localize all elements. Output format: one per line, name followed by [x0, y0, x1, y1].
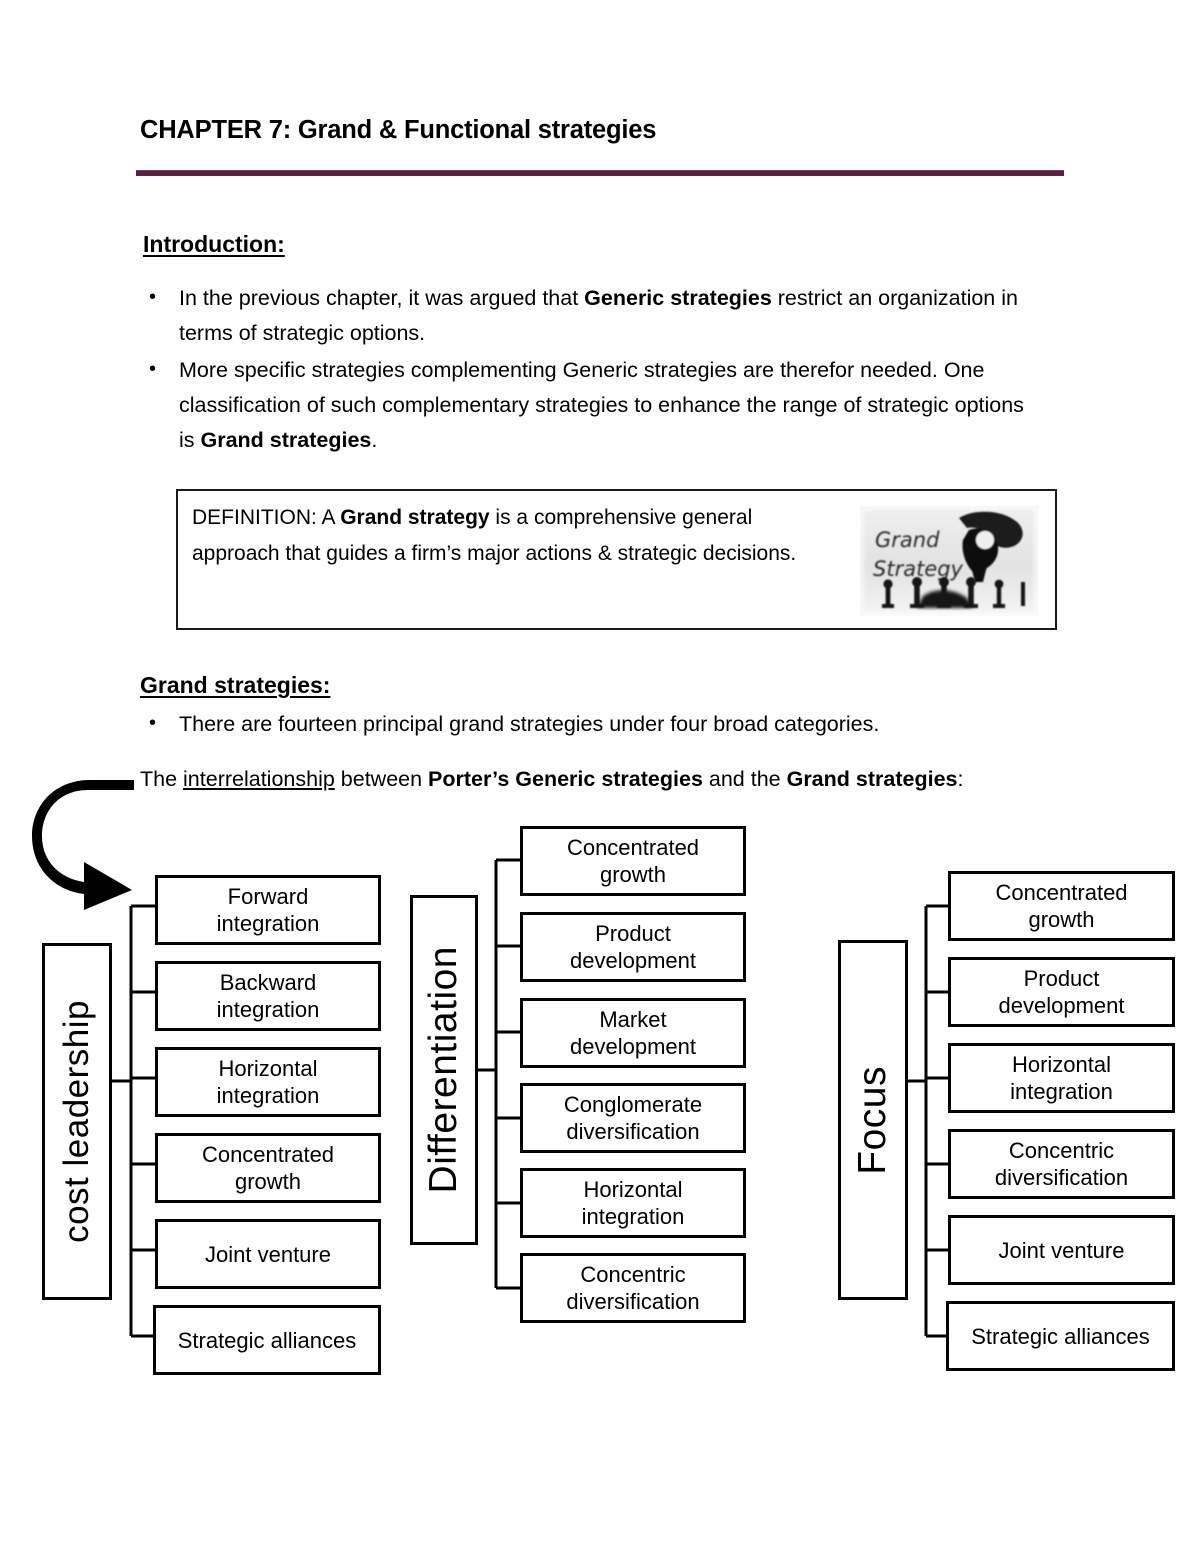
para-text: The: [140, 767, 184, 791]
page-title: CHAPTER 7: Grand & Functional strategies: [140, 116, 657, 144]
strategy-label: Strategic alliances: [177, 1327, 357, 1353]
grand-strategies-bullet-list: There are fourteen principal grand strat…: [137, 706, 1057, 742]
chess-pawn: [910, 577, 924, 608]
chess-pawn: [993, 579, 1005, 608]
chess-pawn: [1021, 582, 1025, 606]
category-box-focus: Focus: [838, 940, 908, 1300]
definition-text: DEFINITION: A Grand strategy is a compre…: [192, 500, 832, 572]
definition-body: is a comprehensive general approach that…: [192, 506, 797, 565]
grand-strategies-heading: Grand strategies:: [140, 672, 331, 698]
strategy-label: Joint venture: [205, 1241, 331, 1267]
strategy-label: Joint venture: [998, 1237, 1125, 1263]
category-label: Differentiation: [422, 946, 465, 1194]
definition-term: Grand strategy: [340, 506, 490, 529]
definition-label: DEFINITION: A: [192, 506, 341, 529]
para-text: and the: [702, 767, 787, 791]
para-text: between: [334, 767, 429, 791]
list-item: There are fourteen principal grand strat…: [137, 706, 1057, 742]
category-label: cost leadership: [57, 1000, 96, 1243]
para-bold-grand: Grand: [786, 767, 850, 791]
bullet-text-before: In the previous chapter, it was argued t…: [179, 286, 585, 310]
bullet-text-after: restrict an organization in terms of str…: [179, 286, 1018, 345]
strategy-label: Strategic alliances: [971, 1323, 1150, 1349]
introduction-heading: Introduction:: [143, 231, 285, 257]
category-box-cost-leadership: cost leadership: [42, 943, 112, 1300]
bullet-text-bold: Grand strategies: [200, 428, 372, 452]
grand-strategy-chess-photo: Grand Strategy: [851, 500, 1047, 622]
interrelationship-paragraph: The interrelationship between Porter’s G…: [140, 760, 1035, 798]
category-box-differentiation: Differentiation: [410, 895, 478, 1245]
para-text: :: [957, 767, 964, 791]
bullet-text-after: .: [371, 428, 378, 452]
strategy-box-joint-venture: Joint venture: [155, 1219, 381, 1289]
title-divider: [136, 170, 1064, 176]
photo-caption-line2: Strategy: [873, 557, 964, 581]
strategy-box-joint-venture: Joint venture: [948, 1215, 1175, 1285]
para-bold-porter: Porter’s Generic strategies: [428, 767, 703, 791]
introduction-bullet-list: In the previous chapter, it was argued t…: [137, 280, 1037, 458]
bullet-text-before: More specific strategies complementing G…: [179, 358, 1024, 452]
strategy-box-strategic-alliances: Strategic alliances: [946, 1301, 1175, 1371]
photo-caption-line1: Grand: [875, 528, 940, 552]
para-underlined-term: interrelationship: [183, 767, 335, 791]
strategy-box-strategic-alliances: Strategic alliances: [153, 1305, 381, 1375]
list-item: More specific strategies complementing G…: [137, 352, 1037, 458]
category-label: Focus: [851, 1065, 894, 1175]
curved-arrow-icon: [28, 778, 148, 910]
list-item: In the previous chapter, it was argued t…: [137, 280, 1037, 351]
para-bold-strategies: strategies: [855, 767, 958, 791]
chess-pawn: [882, 579, 894, 608]
bullet-text-bold: Generic strategies: [584, 286, 772, 310]
definition-callout-box: DEFINITION: A Grand strategy is a compre…: [176, 489, 1057, 630]
